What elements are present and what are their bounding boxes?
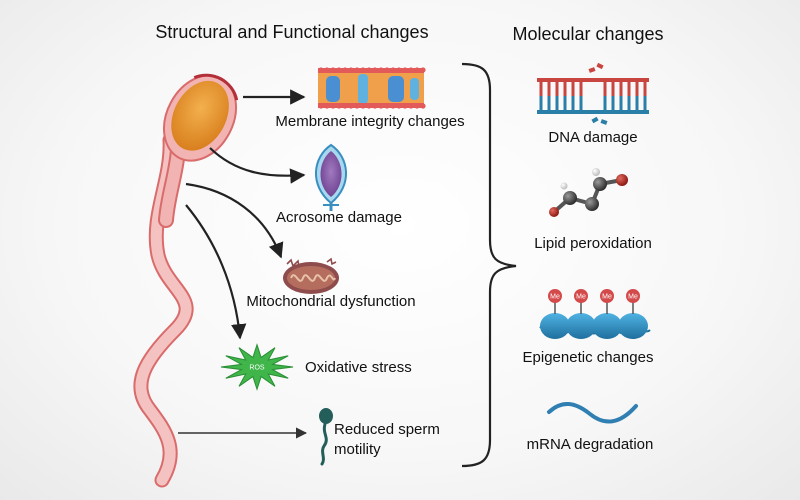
methyl-label: Me	[576, 294, 586, 301]
methyl-mark	[548, 289, 562, 303]
nucleosome	[618, 313, 648, 339]
sperm-head-nucleus	[171, 80, 229, 151]
grouping-brace	[461, 62, 517, 468]
ros-label: ROS	[249, 365, 265, 372]
methyl-label: Me	[628, 294, 638, 301]
ros-burst-icon: ROS	[220, 343, 294, 391]
methyl-mark	[600, 289, 614, 303]
label-epigenetic: Epigenetic changes	[523, 349, 654, 366]
methylated-nucleosome-icon: Me Me Me Me	[539, 289, 651, 339]
label-lipid: Lipid peroxidation	[534, 235, 652, 252]
label-mitochondria: Mitochondrial dysfunction	[246, 293, 415, 310]
methyl-label: Me	[550, 294, 560, 301]
arrow-mitochondria	[185, 182, 284, 259]
sperm-cell	[133, 73, 239, 488]
nucleosome	[566, 313, 596, 339]
mitochondria-icon	[283, 257, 339, 294]
dna-damage-icon	[537, 62, 649, 125]
label-motility-1: Reduced sperm	[334, 421, 440, 438]
acrosome-icon	[315, 143, 347, 211]
lipid-molecule-icon	[549, 168, 628, 217]
methyl-mark	[574, 289, 588, 303]
nucleosome	[540, 313, 570, 339]
arrow-oxidative	[185, 204, 247, 340]
small-sperm-icon	[319, 408, 333, 466]
label-oxidative: Oxidative stress	[305, 359, 412, 376]
arrow-acrosome	[209, 147, 306, 184]
methyl-label: Me	[602, 294, 612, 301]
methyl-mark	[626, 289, 640, 303]
membrane-icon	[318, 67, 426, 109]
mrna-strand-icon	[547, 402, 638, 424]
label-dna-damage: DNA damage	[548, 129, 637, 146]
label-acrosome: Acrosome damage	[276, 209, 402, 226]
label-membrane: Membrane integrity changes	[275, 113, 464, 130]
nucleosome	[592, 313, 622, 339]
label-mrna: mRNA degradation	[527, 436, 654, 453]
molecular-heading: Molecular changes	[512, 24, 663, 44]
structural-heading: Structural and Functional changes	[155, 22, 428, 42]
label-motility-2: motility	[334, 441, 381, 458]
